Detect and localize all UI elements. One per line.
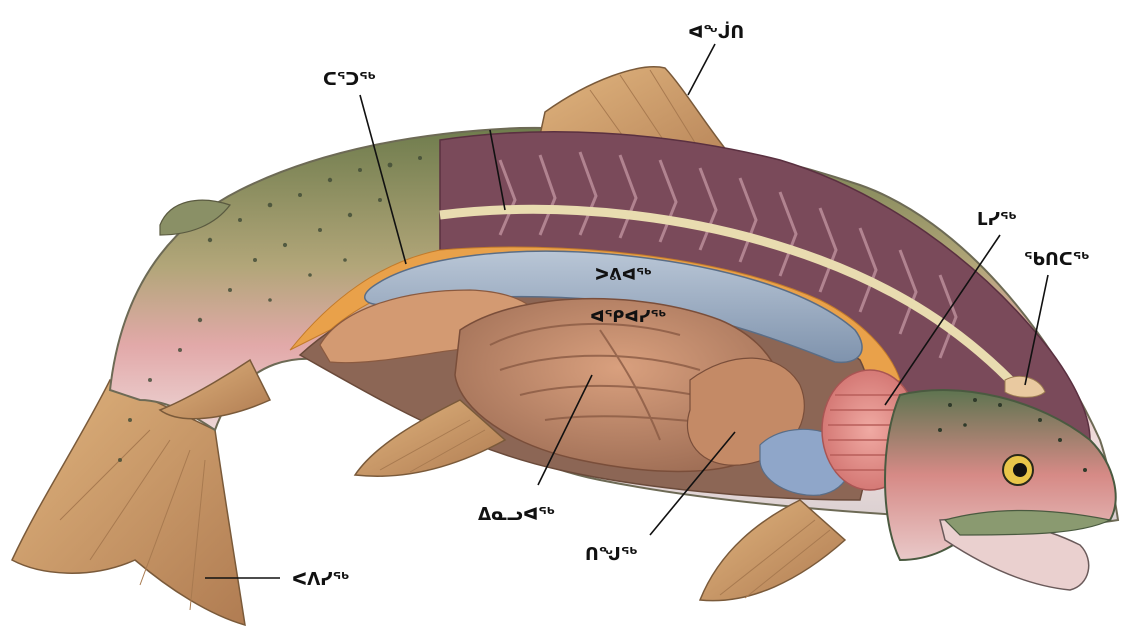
label-stomach: ᐊᕿᐊᓯᖅ <box>590 307 666 326</box>
leader-dorsal-fin <box>688 44 715 95</box>
pectoral-fin <box>700 500 845 601</box>
label-dorsal-fin: ᐊᖕᒎᑎ <box>688 22 744 43</box>
label-membrane: ᑕᕐᑐᖅ <box>323 70 376 90</box>
label-swim-bladder: ᐳᕕᐊᖅ <box>595 265 652 284</box>
label-tail: ᐸᐱᓯᖅ <box>292 570 349 590</box>
label-liver: ᑎᖑᖅ <box>585 545 638 565</box>
label-brain: ᖃᑎᑕᖅ <box>1024 250 1090 270</box>
pupil <box>1013 463 1027 477</box>
label-gills: ᒪᓯᖅ <box>977 210 1017 230</box>
label-intestines: ᐃᓇᓗᐊᖅ <box>478 505 555 525</box>
